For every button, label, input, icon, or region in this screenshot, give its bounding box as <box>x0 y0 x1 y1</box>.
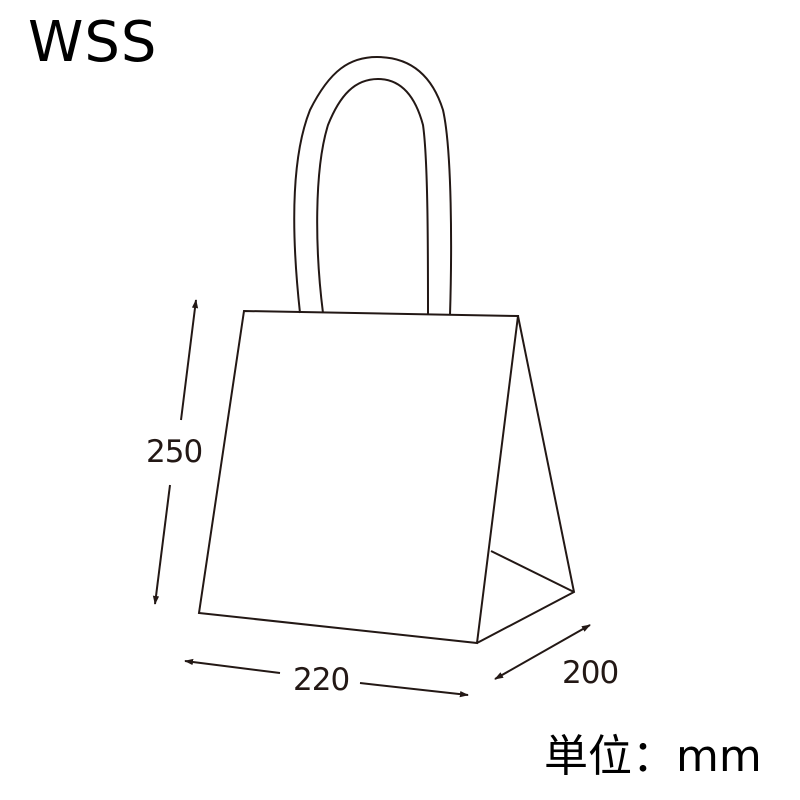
depth-dimension-label: 200 <box>562 655 619 691</box>
bag-gusset-fold <box>490 550 575 593</box>
unit-label: 単位：mm <box>544 731 762 782</box>
bag-body <box>197 309 576 645</box>
product-code-title: WSS <box>28 10 158 75</box>
width-dimension-label: 220 <box>293 662 350 698</box>
width-dimension-arrow <box>184 658 469 698</box>
bag-front-face <box>197 309 520 645</box>
height-dimension-arrow <box>152 299 199 605</box>
handle-icon <box>293 55 453 316</box>
depth-dimension-arrow <box>494 624 591 680</box>
height-dimension-label: 250 <box>146 434 203 470</box>
bag-side-gusset <box>476 315 576 644</box>
